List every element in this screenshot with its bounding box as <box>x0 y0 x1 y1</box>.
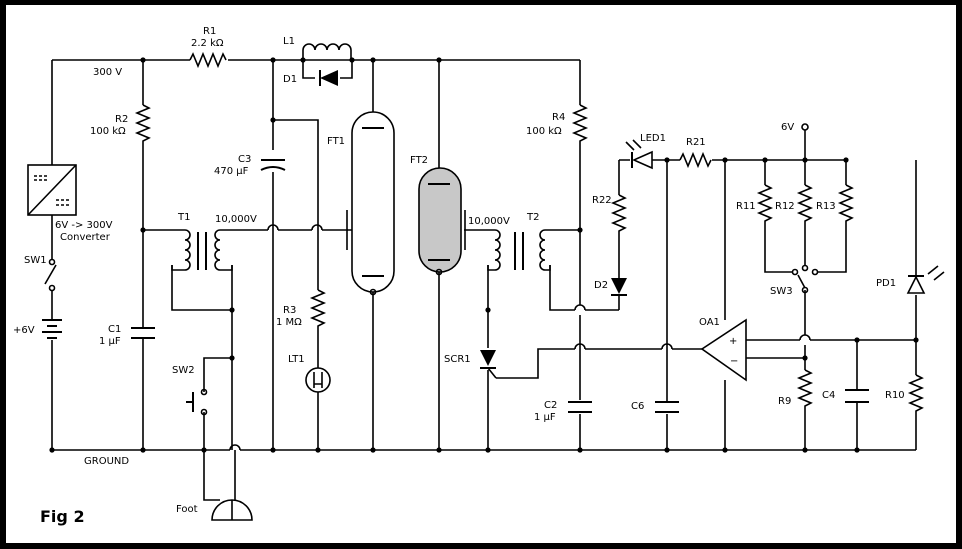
label-oa-minus: − <box>730 356 738 367</box>
r1-resistor <box>189 51 227 69</box>
l1-inductor <box>302 43 352 60</box>
label-l1: L1 <box>283 36 295 47</box>
label-r2-name: R2 <box>115 114 128 125</box>
label-c3-name: C3 <box>238 154 251 165</box>
label-r22: R22 <box>592 195 612 206</box>
circuit-schematic: 300 V GROUND 6V -> 300V Converter SW1 +6… <box>13 26 945 526</box>
label-r1-value: 2.2 kΩ <box>191 38 224 49</box>
sw2-pushbutton <box>186 388 208 416</box>
r9-resistor <box>796 369 814 410</box>
lt1-lamp <box>305 367 331 393</box>
t1-transformer <box>171 229 233 271</box>
label-battery: +6V <box>13 325 35 336</box>
label-d1: D1 <box>283 74 297 85</box>
t2-transformer <box>487 229 551 271</box>
sw1-switch <box>44 258 57 292</box>
c2-capacitor <box>568 401 592 413</box>
v6-terminal <box>801 123 809 131</box>
label-r3-value: 1 MΩ <box>276 317 302 328</box>
battery-symbol <box>42 319 62 339</box>
ft1-tube <box>346 111 395 296</box>
d1-diode <box>319 70 338 86</box>
oa1-opamp <box>700 318 747 382</box>
label-r2-value: 100 kΩ <box>90 126 126 137</box>
label-led1: LED1 <box>640 133 666 144</box>
label-r10: R10 <box>885 390 905 401</box>
label-c6: C6 <box>631 401 644 412</box>
d2-diode <box>611 278 627 296</box>
label-r4-name: R4 <box>552 112 565 123</box>
r21-resistor <box>679 151 712 169</box>
r13-resistor <box>837 184 855 225</box>
label-oa-plus: + <box>729 336 737 347</box>
label-c1-value: 1 µF <box>99 336 121 347</box>
label-converter-2: Converter <box>60 232 111 243</box>
schematic-canvas: 300 V GROUND 6V -> 300V Converter SW1 +6… <box>6 5 956 543</box>
r12-resistor <box>796 184 814 225</box>
label-c3-value: 470 µF <box>214 166 249 177</box>
c6-capacitor <box>655 401 679 413</box>
label-lt1: LT1 <box>288 354 305 365</box>
label-r1-name: R1 <box>203 26 216 37</box>
label-sw2: SW2 <box>172 365 195 376</box>
r22-resistor <box>610 194 628 235</box>
label-300v: 300 V <box>93 67 122 78</box>
ft2-tube <box>418 167 466 276</box>
label-c1-name: C1 <box>108 324 121 335</box>
label-6v: 6V <box>781 122 794 133</box>
label-r11: R11 <box>736 201 756 212</box>
converter-symbol <box>27 164 77 216</box>
label-foot: Foot <box>176 504 198 515</box>
label-r3-name: R3 <box>283 305 296 316</box>
label-t1-voltage: 10,000V <box>215 214 257 225</box>
label-r4-value: 100 kΩ <box>526 126 562 137</box>
label-c4: C4 <box>822 390 835 401</box>
label-oa1: OA1 <box>699 317 720 328</box>
label-c2-value: 1 µF <box>534 412 556 423</box>
label-t2: T2 <box>526 212 539 223</box>
label-t2-voltage: 10,000V <box>468 216 510 227</box>
label-r13: R13 <box>816 201 836 212</box>
label-c2-name: C2 <box>544 400 557 411</box>
scr1-thyristor <box>480 350 497 379</box>
r2-resistor <box>134 104 152 145</box>
r3-resistor <box>309 289 327 330</box>
label-ft2: FT2 <box>410 155 428 166</box>
label-converter-1: 6V -> 300V <box>55 220 113 231</box>
label-t1: T1 <box>177 212 190 223</box>
r11-resistor <box>756 184 774 225</box>
figure-label: Fig 2 <box>40 507 85 526</box>
led1-diode <box>625 139 653 170</box>
label-r9: R9 <box>778 396 791 407</box>
r4-resistor <box>571 104 589 145</box>
c4-capacitor <box>845 389 869 403</box>
pd1-photodiode <box>906 265 945 294</box>
label-r21: R21 <box>686 137 706 148</box>
junction-dots <box>49 57 919 453</box>
r10-resistor <box>907 374 925 415</box>
foot-electrode <box>211 499 253 521</box>
label-sw3: SW3 <box>770 286 793 297</box>
label-pd1: PD1 <box>876 278 896 289</box>
c1-capacitor <box>131 327 155 339</box>
label-sw1: SW1 <box>24 255 47 266</box>
sw3-selector <box>791 264 819 294</box>
label-ground: GROUND <box>84 456 129 467</box>
label-ft1: FT1 <box>327 136 345 147</box>
label-r12: R12 <box>775 201 795 212</box>
label-d2: D2 <box>594 280 608 291</box>
c3-capacitor <box>260 159 286 171</box>
label-scr1: SCR1 <box>444 354 471 365</box>
